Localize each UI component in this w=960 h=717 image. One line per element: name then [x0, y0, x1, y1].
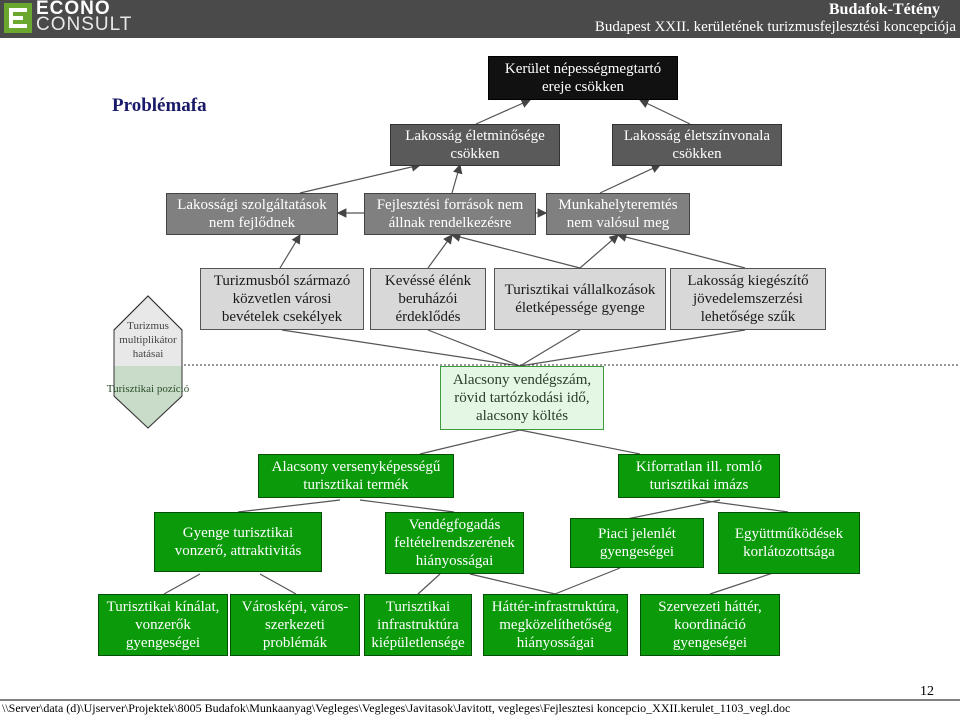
footer-path: \\Server\data (d)\Ujserver\Projektek\800…: [2, 701, 791, 715]
level8-item-1: Városképi, város-szerkezeti problémák: [230, 594, 360, 656]
side-label-upper: Turizmus multiplikátor hatásai: [119, 320, 177, 360]
top-problem: Kerület népességmegtartó ereje csökken: [488, 56, 678, 100]
level4-item-3: Lakosság kiegészítő jövedelemszerzési le…: [670, 268, 826, 330]
level7-item-2: Piaci jelenlét gyengeségei: [570, 518, 704, 568]
level3-item-2: Munkahelyteremtés nem valósul meg: [546, 193, 690, 235]
level8-item-3: Háttér-infrastruktúra, megközelíthetőség…: [483, 594, 628, 656]
level4-item-1: Kevéssé élénk beruházói érdeklődés: [370, 268, 486, 330]
level7-item-0: Gyenge turisztikai vonzerő, attraktivitá…: [154, 512, 322, 572]
logo-line2: CONSULT: [36, 14, 133, 35]
level2-item-1: Lakosság életszínvonala csökken: [612, 124, 782, 166]
logo-icon: [4, 3, 32, 33]
header-title: Budafok-Tétény: [828, 1, 940, 18]
level3-item-0: Lakossági szolgáltatások nem fejlődnek: [166, 193, 338, 235]
level4-item-0: Turizmusból származó közvetlen városi be…: [200, 268, 364, 330]
level8-item-2: Turisztikai infrastruktúra kiépületlensé…: [364, 594, 472, 656]
level3-item-1: Fejlesztési források nem állnak rendelke…: [364, 193, 536, 235]
level8-item-0: Turisztikai kínálat, vonzerők gyengesége…: [98, 594, 228, 656]
page-number: 12: [920, 684, 934, 699]
level6-item-0: Alacsony versenyképességű turisztikai te…: [258, 454, 454, 498]
level4-item-2: Turisztikai vállalkozások életképessége …: [494, 268, 666, 330]
level8-item-4: Szervezeti háttér, koordináció gyengeség…: [640, 594, 780, 656]
level7-item-3: Együttműködések korlátozottsága: [718, 512, 860, 574]
level5-item: Alacsony vendégszám, rövid tartózkodási …: [440, 366, 604, 430]
level6-item-1: Kiforratlan ill. romló turisztikai imázs: [618, 454, 780, 498]
level7-item-1: Vendégfogadás feltételrendszerének hiány…: [385, 512, 524, 574]
header-band: [0, 0, 960, 38]
side-label-lower: Turisztikai pozíció: [106, 383, 190, 395]
level2-item-0: Lakosság életminősége csökken: [390, 124, 560, 166]
header-subtitle: Budapest XXII. kerületének turizmusfejle…: [594, 19, 956, 35]
diagram-heading: Problémafa: [112, 95, 207, 116]
logo-line1: ECONO: [36, 0, 111, 19]
